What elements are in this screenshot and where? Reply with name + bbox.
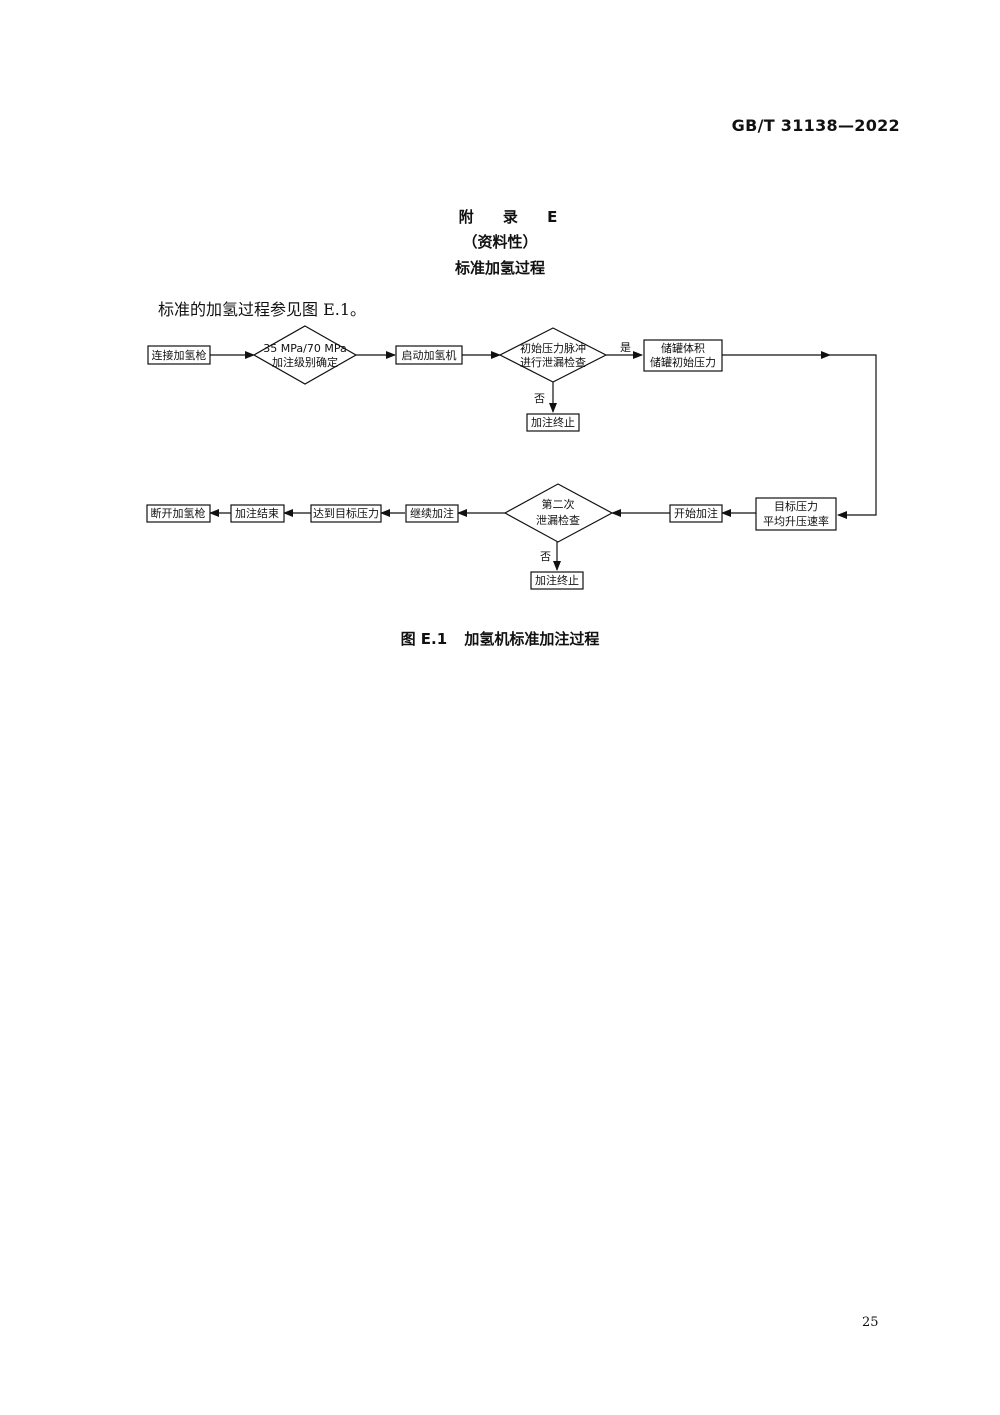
- target-pressure-box: 目标压力 平均升压速率: [755, 497, 837, 531]
- pressure-pulse-decision: 初始压力脉冲 进行泄漏检查: [498, 327, 608, 383]
- yes-label: 是: [620, 341, 631, 354]
- figure-caption: 图 E.1 加氢机标准加注过程: [0, 628, 1000, 649]
- second-leak-decision: 第二次 泄漏检查: [503, 483, 614, 543]
- fill-level-decision: 35 MPa/70 MPa 加注级别确定: [252, 325, 358, 385]
- start-dispenser-label: 启动加氢机: [402, 348, 457, 362]
- hydrogen-fueling-flowchart: 连接加氢枪 35 MPa/70 MPa 加注级别确定 启动加氢机 初始压力脉冲 …: [146, 325, 877, 590]
- no-label-2: 否: [540, 550, 551, 563]
- stop-box-1: 加注终止: [526, 413, 580, 432]
- target-line1: 目标压力: [774, 499, 818, 513]
- pressure-pulse-line2: 进行泄漏检查: [520, 355, 586, 369]
- tank-info-box: 储罐体积 储罐初始压力: [643, 339, 723, 372]
- page-number: 25: [862, 1315, 879, 1330]
- appendix-title: 标准加氢过程: [454, 259, 545, 277]
- start-fill-box: 开始加注: [669, 504, 723, 523]
- figure-number: 图 E.1: [400, 630, 448, 648]
- start-fill-label: 开始加注: [674, 506, 718, 520]
- second-leak-line2: 泄漏检查: [536, 513, 580, 527]
- second-leak-line1: 第二次: [542, 497, 575, 511]
- target-line2: 平均升压速率: [763, 514, 829, 528]
- fill-end-label: 加注结束: [235, 506, 279, 520]
- reach-target-box: 达到目标压力: [310, 504, 382, 523]
- standard-code: GB/T 31138—2022: [731, 116, 900, 135]
- tank-line2: 储罐初始压力: [650, 355, 716, 369]
- disconnect-gun-label: 断开加氢枪: [151, 506, 206, 520]
- intro-paragraph: 标准的加氢过程参见图 E.1。: [158, 300, 367, 319]
- row2-connectors: [209, 509, 756, 571]
- reach-target-label: 达到目标压力: [313, 506, 379, 520]
- connect-gun-label: 连接加氢枪: [152, 348, 207, 362]
- connect-gun-box: 连接加氢枪: [147, 345, 211, 365]
- tank-line1: 储罐体积: [661, 341, 705, 355]
- fill-end-box: 加注结束: [230, 504, 285, 523]
- row1-connectors: [210, 351, 877, 519]
- stop-label-2: 加注终止: [535, 573, 579, 587]
- start-dispenser-box: 启动加氢机: [395, 345, 463, 365]
- figure-title: 加氢机标准加注过程: [464, 630, 600, 648]
- pressure-pulse-line1: 初始压力脉冲: [520, 341, 586, 355]
- fill-level-line1: 35 MPa/70 MPa: [263, 342, 346, 355]
- continue-fill-box: 继续加注: [405, 504, 459, 523]
- fill-level-line2: 加注级别确定: [272, 355, 338, 369]
- stop-box-2: 加注终止: [530, 571, 584, 590]
- appendix-type: （资料性）: [462, 233, 538, 251]
- disconnect-gun-box: 断开加氢枪: [146, 504, 211, 523]
- appendix-label: 附 录 E: [458, 208, 570, 226]
- no-label-1: 否: [534, 392, 545, 405]
- stop-label-1: 加注终止: [531, 415, 575, 429]
- continue-fill-label: 继续加注: [410, 506, 454, 520]
